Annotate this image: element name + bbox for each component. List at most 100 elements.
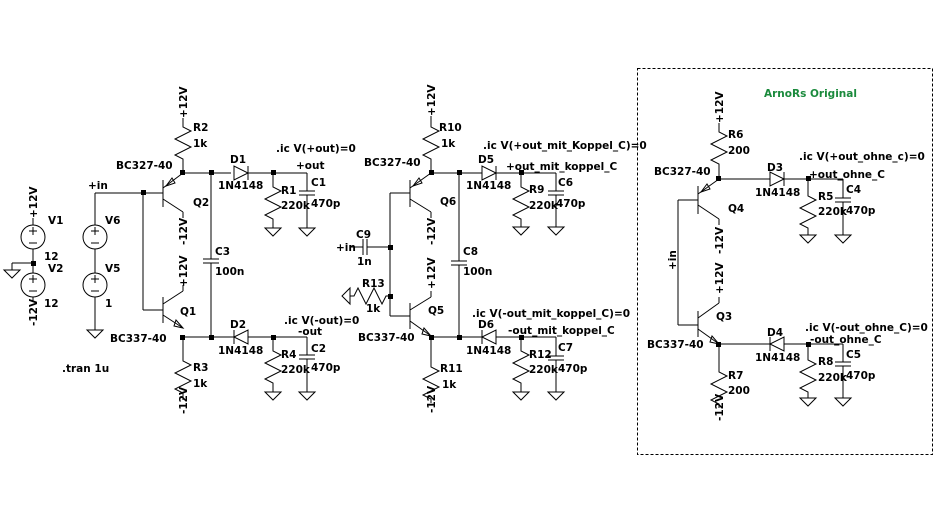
transistor-Q3[interactable] <box>697 297 721 345</box>
r13-value: 1k <box>366 303 381 315</box>
supply-sources: V1 12 +12V V2 12 -12V <box>3 186 63 326</box>
out-pos-net: +out <box>296 160 325 172</box>
r9-value: 220k <box>529 200 559 212</box>
r10-value: 1k <box>441 138 456 150</box>
r1-label: R1 <box>281 185 296 197</box>
q3-model: BC337-40 <box>647 339 704 351</box>
r3-net: -12V <box>178 386 190 414</box>
diode-D6[interactable] <box>481 329 497 345</box>
ohne-pos-net: +out_ohne_C <box>809 169 885 181</box>
transistor-Q1[interactable] <box>162 285 185 329</box>
capacitor-C9[interactable] <box>362 238 368 256</box>
q5-label: Q5 <box>428 305 444 317</box>
q6-label: Q6 <box>440 196 456 208</box>
r8-value: 220k <box>818 372 848 384</box>
transistor-Q4[interactable] <box>697 178 720 225</box>
ic-out-pos[interactable]: .ic V(+out)=0 <box>276 143 356 155</box>
c3-label: C3 <box>215 246 230 258</box>
r11-label: R11 <box>440 363 463 375</box>
ic-ohne-neg[interactable]: .ic V(-out_ohne_C)=0 <box>805 322 928 334</box>
r4-value: 220k <box>281 364 311 376</box>
q2-collector-net: -12V <box>178 217 190 245</box>
arnors-original-box: ArnoRs Original +in BC327-40 Q4 -12V +12… <box>637 68 933 455</box>
v5-value: 1 <box>105 298 112 310</box>
input-sources: +in V6 V5 1 <box>82 180 145 339</box>
resistor-R1[interactable] <box>264 182 282 224</box>
v1-label: V1 <box>48 215 63 227</box>
junction <box>716 176 721 181</box>
source-V1[interactable] <box>20 218 46 263</box>
resistor-R10[interactable] <box>422 122 440 164</box>
q2-label: Q2 <box>193 197 209 209</box>
source-V6[interactable] <box>82 224 108 250</box>
ground-icon <box>547 226 565 236</box>
diode-D3[interactable] <box>769 171 785 187</box>
tran-directive[interactable]: .tran 1u <box>62 363 109 375</box>
q3-label: Q3 <box>716 311 732 323</box>
junction <box>457 170 462 175</box>
ohne-neg-net: -out_ohne_C <box>810 334 882 346</box>
d5-label: D5 <box>478 154 494 166</box>
r11-value: 1k <box>442 379 457 391</box>
diode-D2[interactable] <box>233 329 249 345</box>
v1-value: 12 <box>44 251 59 263</box>
q4-collector-net: -12V <box>714 226 726 254</box>
capacitor-C5[interactable] <box>834 361 852 367</box>
source-V5[interactable] <box>82 272 108 298</box>
resistor-R13[interactable] <box>349 287 391 305</box>
d4-label: D4 <box>767 327 783 339</box>
capacitor-C6[interactable] <box>547 190 565 196</box>
d3-model: 1N4148 <box>755 187 800 199</box>
r5-label: R5 <box>818 191 833 203</box>
transistor-Q6[interactable] <box>409 172 432 218</box>
junction <box>180 170 185 175</box>
r9-label: R9 <box>529 184 544 196</box>
d2-model: 1N4148 <box>218 345 263 357</box>
in-net-label: +in <box>88 180 108 192</box>
c7-value: 470p <box>558 363 588 375</box>
ic-koppel-pos[interactable]: .ic V(+out_mit_Koppel_C)=0 <box>483 140 647 152</box>
resistor-R8[interactable] <box>799 355 817 397</box>
r12-value: 220k <box>529 364 559 376</box>
resistor-R4[interactable] <box>264 346 282 388</box>
ground-icon <box>512 226 530 236</box>
ic-out-neg[interactable]: .ic V(-out)=0 <box>284 315 359 327</box>
c4-value: 470p <box>846 205 876 217</box>
q4-model: BC327-40 <box>654 166 711 178</box>
capacitor-C1[interactable] <box>298 190 316 196</box>
r3-value: 1k <box>193 378 208 390</box>
ground-icon <box>3 269 21 279</box>
ground-icon <box>834 234 852 244</box>
ic-koppel-neg[interactable]: .ic V(-out_mit_koppel_C)=0 <box>472 308 630 320</box>
ground-icon <box>834 397 852 407</box>
diode-D4[interactable] <box>769 336 785 352</box>
resistor-R2[interactable] <box>174 122 192 164</box>
r6-net: +12V <box>714 91 726 123</box>
r10-net: +12V <box>426 84 438 116</box>
capacitor-C4[interactable] <box>834 197 852 203</box>
diode-D1[interactable] <box>233 165 249 181</box>
capacitor-C3[interactable] <box>202 258 220 264</box>
resistor-R6[interactable] <box>710 127 728 169</box>
q6-collector-net: -12V <box>426 217 438 245</box>
c1-value: 470p <box>311 198 341 210</box>
c2-label: C2 <box>311 343 326 355</box>
transistor-Q5[interactable] <box>409 291 433 337</box>
transistor-Q2[interactable] <box>162 172 184 218</box>
d2-label: D2 <box>230 319 246 331</box>
ic-ohne-pos[interactable]: .ic V(+out_ohne_c)=0 <box>799 151 925 163</box>
resistor-R9[interactable] <box>512 182 530 224</box>
q5-collector-net: +12V <box>426 257 438 289</box>
c4-label: C4 <box>846 184 861 196</box>
diode-D5[interactable] <box>481 165 497 181</box>
resistor-R5[interactable] <box>799 191 817 233</box>
source-V2[interactable] <box>20 263 46 302</box>
r2-net: +12V <box>178 86 190 118</box>
q5-model: BC337-40 <box>358 332 415 344</box>
resistor-R12[interactable] <box>512 346 530 388</box>
r2-value: 1k <box>193 138 208 150</box>
capacitor-C2[interactable] <box>298 354 316 360</box>
capacitor-C8[interactable] <box>450 260 468 266</box>
q4-label: Q4 <box>728 203 744 215</box>
